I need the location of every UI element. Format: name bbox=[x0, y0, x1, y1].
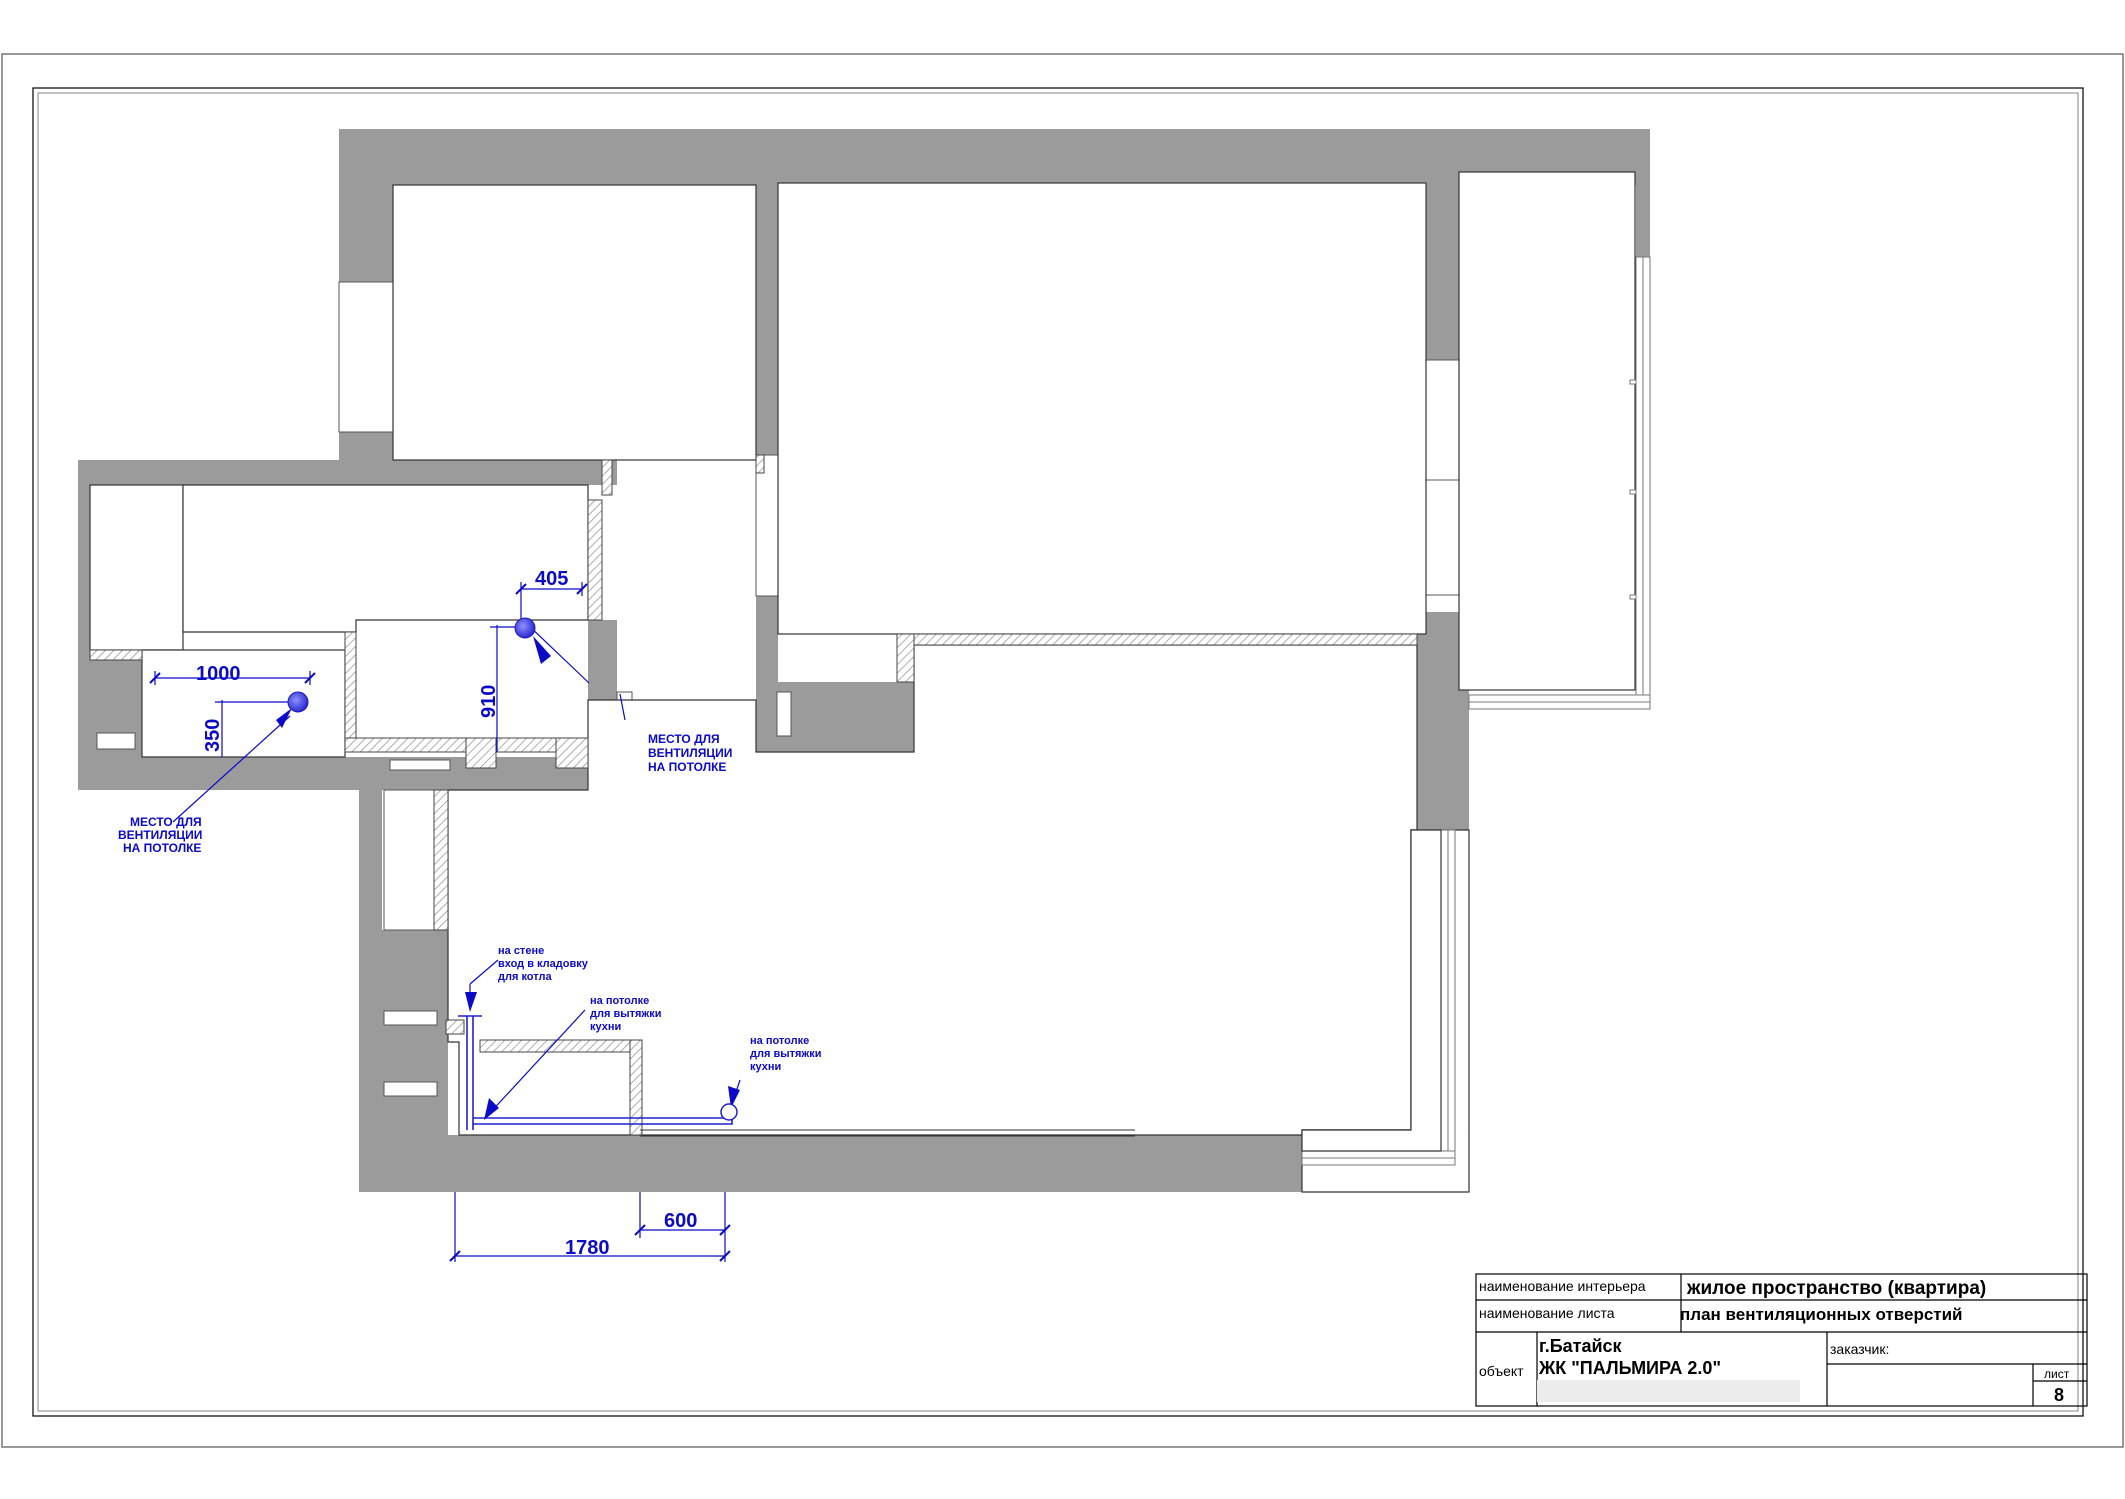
svg-text:для вытяжки: для вытяжки bbox=[590, 1008, 661, 1020]
sheet-name-label: наименование листа bbox=[1479, 1305, 1615, 1321]
svg-text:на потолке: на потолке bbox=[590, 995, 649, 1007]
dim-1000: 1000 bbox=[196, 663, 241, 685]
balcony-glazing-right bbox=[1468, 256, 1651, 710]
note-hood-1: на потолке для вытяжки кухни bbox=[590, 995, 661, 1033]
note-hood-2: на потолке для вытяжки кухни bbox=[750, 1035, 821, 1073]
note-vent-right: МЕСТО ДЛЯ ВЕНТИЛЯЦИИ НА ПОТОЛКЕ bbox=[648, 732, 732, 774]
svg-text:НА ПОТОЛКЕ: НА ПОТОЛКЕ bbox=[123, 841, 201, 855]
note-vent-left: МЕСТО ДЛЯ ВЕНТИЛЯЦИИ НА ПОТОЛКЕ bbox=[118, 815, 202, 855]
svg-text:ВЕНТИЛЯЦИИ: ВЕНТИЛЯЦИИ bbox=[648, 746, 732, 760]
svg-text:МЕСТО ДЛЯ: МЕСТО ДЛЯ bbox=[130, 815, 202, 829]
rooms bbox=[89, 171, 1636, 758]
sheet-outer-frame bbox=[1, 53, 2124, 1448]
interior-name-value: жилое пространство (квартира) bbox=[1686, 1278, 1986, 1299]
interior-name-label: наименование интерьера bbox=[1479, 1278, 1646, 1294]
hatched-partitions bbox=[89, 454, 1418, 1136]
redacted-blur bbox=[1537, 1380, 1800, 1402]
object-label: объект bbox=[1479, 1363, 1524, 1379]
dim-405: 405 bbox=[535, 568, 568, 590]
svg-text:вход в кладовку: вход в кладовку bbox=[498, 958, 589, 970]
vent-marker-right-icon bbox=[514, 617, 536, 639]
svg-text:кухни: кухни bbox=[590, 1021, 621, 1033]
svg-text:НА ПОТОЛКЕ: НА ПОТОЛКЕ bbox=[648, 760, 726, 774]
dim-350: 350 bbox=[202, 719, 224, 752]
object-city: г.Батайск bbox=[1539, 1336, 1623, 1356]
client-label: заказчик: bbox=[1830, 1341, 1889, 1357]
hood-outlet-icon bbox=[720, 1103, 738, 1121]
living-room bbox=[777, 182, 1427, 635]
dim-1780: 1780 bbox=[565, 1237, 610, 1259]
svg-text:для вытяжки: для вытяжки bbox=[750, 1048, 821, 1060]
svg-text:на потолке: на потолке bbox=[750, 1035, 809, 1047]
kitchen-living-area bbox=[447, 644, 1418, 1136]
walls bbox=[78, 129, 1650, 1192]
object-complex: ЖК "ПАЛЬМИРА 2.0" bbox=[1538, 1358, 1721, 1378]
sheet-label: лист bbox=[2044, 1367, 2070, 1381]
sheet-inner-frame bbox=[32, 87, 2084, 1417]
svg-text:кухни: кухни bbox=[750, 1061, 781, 1073]
sheet-inner-frame-2 bbox=[37, 92, 2079, 1412]
title-block bbox=[1475, 1273, 2088, 1407]
svg-text:на стене: на стене bbox=[498, 945, 544, 957]
lower-balcony-shape bbox=[1301, 829, 1442, 1152]
sheet-name-value: план вентиляционных отверстий bbox=[1680, 1305, 1963, 1324]
svg-text:МЕСТО ДЛЯ: МЕСТО ДЛЯ bbox=[648, 732, 720, 746]
arrows bbox=[276, 636, 740, 1120]
dim-910: 910 bbox=[478, 685, 500, 718]
vent-marker-left-icon bbox=[287, 691, 309, 713]
svg-text:для котла: для котла bbox=[498, 971, 552, 983]
dim-600: 600 bbox=[664, 1210, 697, 1232]
sheet-number: 8 bbox=[2054, 1385, 2064, 1405]
svg-text:ВЕНТИЛЯЦИИ: ВЕНТИЛЯЦИИ bbox=[118, 828, 202, 842]
dimension-ticks bbox=[149, 583, 731, 1262]
note-boiler: на стене вход в кладовку для котла bbox=[498, 945, 589, 983]
